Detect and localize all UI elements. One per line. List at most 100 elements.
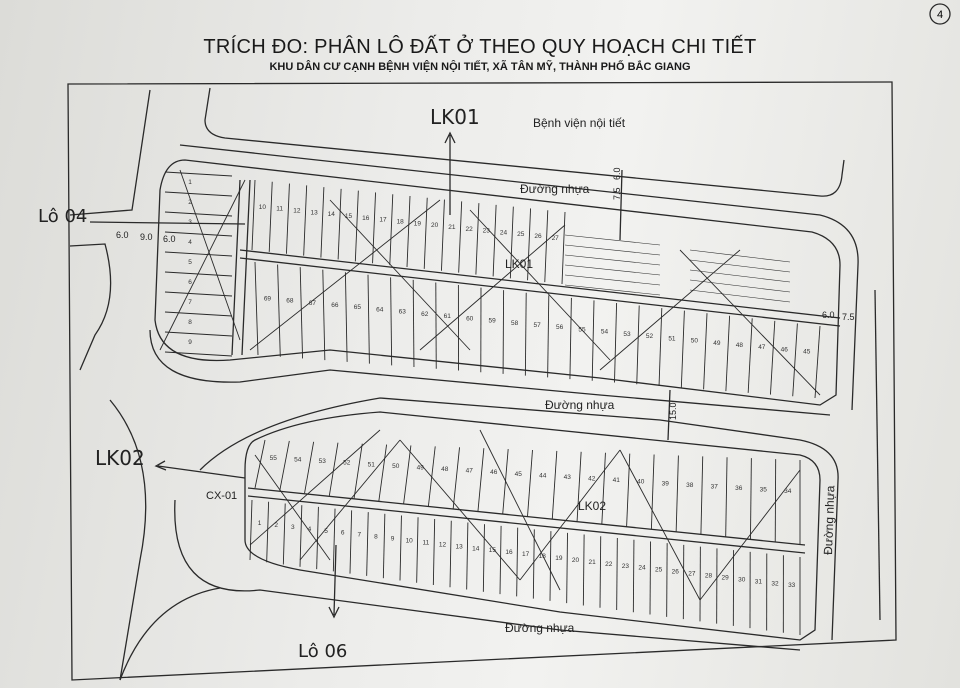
lot-number[interactable]: 22 xyxy=(465,226,473,233)
lot-number[interactable]: 55 xyxy=(578,326,586,333)
lot-number[interactable]: 53 xyxy=(623,331,631,338)
lot-number[interactable]: 2 xyxy=(274,522,278,529)
lot-number[interactable]: 13 xyxy=(455,543,463,550)
lot-number[interactable]: 40 xyxy=(637,479,645,486)
lot-number[interactable]: 49 xyxy=(417,464,425,471)
lot-number[interactable]: 39 xyxy=(662,480,670,487)
lot-number[interactable]: 69 xyxy=(264,295,272,302)
lot-number[interactable]: 68 xyxy=(286,298,294,305)
lot-number[interactable]: 4 xyxy=(188,239,192,246)
lot-number[interactable]: 31 xyxy=(755,578,763,585)
lot-number[interactable]: 44 xyxy=(539,472,547,479)
lot-number[interactable]: 62 xyxy=(421,311,429,318)
lot-number[interactable]: 35 xyxy=(760,487,768,494)
lot-number[interactable]: 27 xyxy=(688,571,696,578)
lot-number[interactable]: 38 xyxy=(686,482,694,489)
lot-number[interactable]: 66 xyxy=(331,302,339,309)
lot-number[interactable]: 53 xyxy=(319,458,327,465)
lot-number[interactable]: 45 xyxy=(515,471,523,478)
lot-number[interactable]: 67 xyxy=(309,300,317,307)
lot-number[interactable]: 4 xyxy=(308,526,312,533)
lot-number[interactable]: 30 xyxy=(738,576,746,583)
lot-number[interactable]: 7 xyxy=(188,299,192,306)
lot-number[interactable]: 6 xyxy=(188,279,192,286)
lot-number[interactable]: 60 xyxy=(466,315,474,322)
lot-number[interactable]: 6 xyxy=(341,530,345,537)
lot-number[interactable]: 49 xyxy=(713,340,721,347)
lot-number[interactable]: 32 xyxy=(771,580,779,587)
lot-number[interactable]: 20 xyxy=(572,557,580,564)
lot-number[interactable]: 63 xyxy=(399,309,407,316)
lot-number[interactable]: 48 xyxy=(736,342,744,349)
lot-number[interactable]: 10 xyxy=(259,204,267,211)
lot-number[interactable]: 1 xyxy=(258,520,262,527)
lot-number[interactable]: 56 xyxy=(556,324,564,331)
lot-number[interactable]: 16 xyxy=(362,215,370,222)
lot-number[interactable]: 14 xyxy=(328,211,336,218)
lot-number[interactable]: 50 xyxy=(392,463,400,470)
lot-number[interactable]: 7 xyxy=(357,532,361,539)
lot-number[interactable]: 51 xyxy=(368,461,376,468)
lot-number[interactable]: 24 xyxy=(500,229,508,236)
lot-number[interactable]: 33 xyxy=(788,582,796,589)
lot-number[interactable]: 54 xyxy=(294,457,302,464)
lot-number[interactable]: 1 xyxy=(188,179,192,186)
lot-number[interactable]: 12 xyxy=(439,541,447,548)
lot-number[interactable]: 23 xyxy=(622,563,630,570)
lot-number[interactable]: 17 xyxy=(379,217,387,224)
lot-number[interactable]: 47 xyxy=(466,468,474,475)
lot-number[interactable]: 8 xyxy=(188,319,192,326)
lot-number[interactable]: 26 xyxy=(672,569,680,576)
lot-number[interactable]: 37 xyxy=(711,483,719,490)
lot-number[interactable]: 29 xyxy=(722,574,730,581)
lot-number[interactable]: 59 xyxy=(489,318,497,325)
lot-number[interactable]: 5 xyxy=(324,528,328,535)
lot-number[interactable]: 54 xyxy=(601,329,609,336)
lot-number[interactable]: 11 xyxy=(422,539,429,546)
lot-number[interactable]: 24 xyxy=(638,565,646,572)
lot-number[interactable]: 46 xyxy=(781,346,789,353)
lot-number[interactable]: 21 xyxy=(448,224,456,231)
lot-number[interactable]: 47 xyxy=(758,344,766,351)
lot-number[interactable]: 13 xyxy=(310,209,318,216)
lot-number[interactable]: 36 xyxy=(735,485,743,492)
lot-number[interactable]: 18 xyxy=(539,553,547,560)
lot-number[interactable]: 3 xyxy=(188,219,192,226)
lot-number[interactable]: 48 xyxy=(441,466,449,473)
lot-number[interactable]: 27 xyxy=(552,235,560,242)
lot-number[interactable]: 8 xyxy=(374,534,378,541)
lot-number[interactable]: 55 xyxy=(270,455,278,462)
lot-number[interactable]: 46 xyxy=(490,469,498,476)
lot-number[interactable]: 34 xyxy=(784,488,792,495)
lot-number[interactable]: 18 xyxy=(397,218,405,225)
lot-number[interactable]: 42 xyxy=(588,476,596,483)
lot-number[interactable]: 45 xyxy=(803,349,811,356)
lot-number[interactable]: 9 xyxy=(188,339,192,346)
lot-number[interactable]: 9 xyxy=(391,536,395,543)
lot-number[interactable]: 65 xyxy=(354,304,362,311)
lot-number[interactable]: 19 xyxy=(414,220,422,227)
lot-number[interactable]: 17 xyxy=(522,551,530,558)
lot-number[interactable]: 52 xyxy=(343,460,351,467)
lot-number[interactable]: 11 xyxy=(276,206,283,213)
lot-number[interactable]: 23 xyxy=(483,228,491,235)
lot-number[interactable]: 19 xyxy=(555,555,563,562)
lot-number[interactable]: 57 xyxy=(533,322,541,329)
lot-number[interactable]: 58 xyxy=(511,320,519,327)
lot-number[interactable]: 43 xyxy=(564,474,572,481)
lot-number[interactable]: 2 xyxy=(188,199,192,206)
lot-number[interactable]: 14 xyxy=(472,545,480,552)
lot-number[interactable]: 21 xyxy=(589,559,597,566)
lot-number[interactable]: 25 xyxy=(655,567,663,574)
lot-number[interactable]: 16 xyxy=(505,549,513,556)
lot-number[interactable]: 26 xyxy=(534,233,542,240)
lot-number[interactable]: 50 xyxy=(691,338,699,345)
lot-number[interactable]: 10 xyxy=(406,537,414,544)
lot-number[interactable]: 61 xyxy=(444,313,452,320)
lot-number[interactable]: 41 xyxy=(613,477,621,484)
lot-number[interactable]: 51 xyxy=(668,335,676,342)
lot-number[interactable]: 64 xyxy=(376,306,384,313)
lot-number[interactable]: 12 xyxy=(293,208,301,215)
lot-number[interactable]: 5 xyxy=(188,259,192,266)
lot-number[interactable]: 15 xyxy=(345,213,353,220)
